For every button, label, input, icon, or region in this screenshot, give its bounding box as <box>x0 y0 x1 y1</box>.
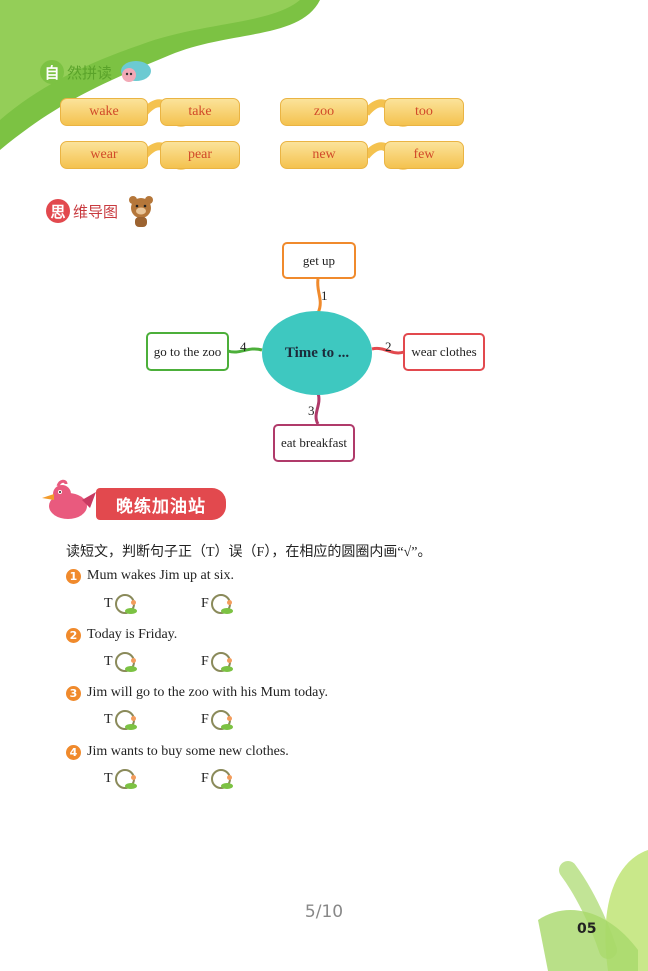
mindmap-connectors <box>227 278 405 425</box>
true-option[interactable]: T <box>104 710 137 730</box>
bear-icon <box>129 196 154 227</box>
phonics-badge: 自 <box>40 60 64 84</box>
phonics-word: take <box>160 98 240 126</box>
branch-number: 3 <box>308 403 315 418</box>
true-option[interactable]: T <box>104 652 137 672</box>
true-label: T <box>104 712 113 727</box>
mindmap-section-label: 维导图 <box>73 202 119 221</box>
question-text: Jim wants to buy some new clothes. <box>87 744 289 759</box>
false-label: F <box>201 771 209 786</box>
question-text: Jim will go to the zoo with his Mum toda… <box>87 685 328 700</box>
answer-circle-icon[interactable] <box>210 652 233 672</box>
page-indicator: 5/10 <box>304 902 344 922</box>
phonics-word: too <box>384 98 464 126</box>
branch-go-to-the-zoo: go to the zoo <box>146 332 229 371</box>
exercise-instruction: 读短文，判断句子正（T）误（F），在相应的圆圈内画“√”。 <box>66 545 432 560</box>
true-label: T <box>104 654 113 669</box>
mindmap-center: Time to ... <box>262 311 372 395</box>
phonics-word: new <box>280 141 368 169</box>
phonics-word: zoo <box>280 98 368 126</box>
bird-icon <box>42 479 96 519</box>
question-text: Today is Friday. <box>87 627 178 642</box>
answer-circle-icon[interactable] <box>114 710 137 730</box>
true-option[interactable]: T <box>104 769 137 789</box>
false-option[interactable]: F <box>201 710 233 730</box>
phonics-word: wake <box>60 98 148 126</box>
question-number: 2 <box>66 627 81 643</box>
false-option[interactable]: F <box>201 652 233 672</box>
question-item: 3 Jim will go to the zoo with his Mum to… <box>66 685 328 701</box>
question-number: 3 <box>66 685 81 701</box>
false-option[interactable]: F <box>201 594 233 614</box>
answer-circle-icon[interactable] <box>114 594 137 614</box>
branch-get-up: get up <box>282 242 356 279</box>
question-item: 4 Jim wants to buy some new clothes. <box>66 744 289 760</box>
branch-number: 1 <box>321 288 328 303</box>
question-number: 1 <box>66 568 81 584</box>
corner-leaf-decoration <box>0 0 320 150</box>
corner-leaf-decoration <box>538 850 648 971</box>
branch-number: 2 <box>385 339 392 354</box>
true-option[interactable]: T <box>104 594 137 614</box>
mindmap-section-header: 思 维导图 <box>46 194 158 228</box>
mindmap-badge: 思 <box>46 199 70 223</box>
exercise-banner-title: 晚练加油站 <box>96 488 226 520</box>
question-number: 4 <box>66 744 81 760</box>
branch-eat-breakfast: eat breakfast <box>273 424 355 462</box>
false-label: F <box>201 596 209 611</box>
question-text: Mum wakes Jim up at six. <box>87 568 234 583</box>
phonics-word: wear <box>60 141 148 169</box>
answer-circle-icon[interactable] <box>210 710 233 730</box>
phonics-word: pear <box>160 141 240 169</box>
answer-circle-icon[interactable] <box>210 769 233 789</box>
question-item: 2 Today is Friday. <box>66 627 177 643</box>
page-number: 05 <box>577 921 597 937</box>
true-label: T <box>104 771 113 786</box>
phonics-word: few <box>384 141 464 169</box>
question-item: 1 Mum wakes Jim up at six. <box>66 568 234 584</box>
answer-circle-icon[interactable] <box>210 594 233 614</box>
answer-circle-icon[interactable] <box>114 769 137 789</box>
false-option[interactable]: F <box>201 769 233 789</box>
sheep-icon <box>121 61 152 82</box>
false-label: F <box>201 712 209 727</box>
branch-wear-clothes: wear clothes <box>403 333 485 371</box>
true-label: T <box>104 596 113 611</box>
false-label: F <box>201 654 209 669</box>
branch-number: 4 <box>240 339 247 354</box>
phonics-section-header: 自 然拼读 <box>40 57 156 87</box>
answer-circle-icon[interactable] <box>114 652 137 672</box>
phonics-section-label: 然拼读 <box>67 63 113 82</box>
